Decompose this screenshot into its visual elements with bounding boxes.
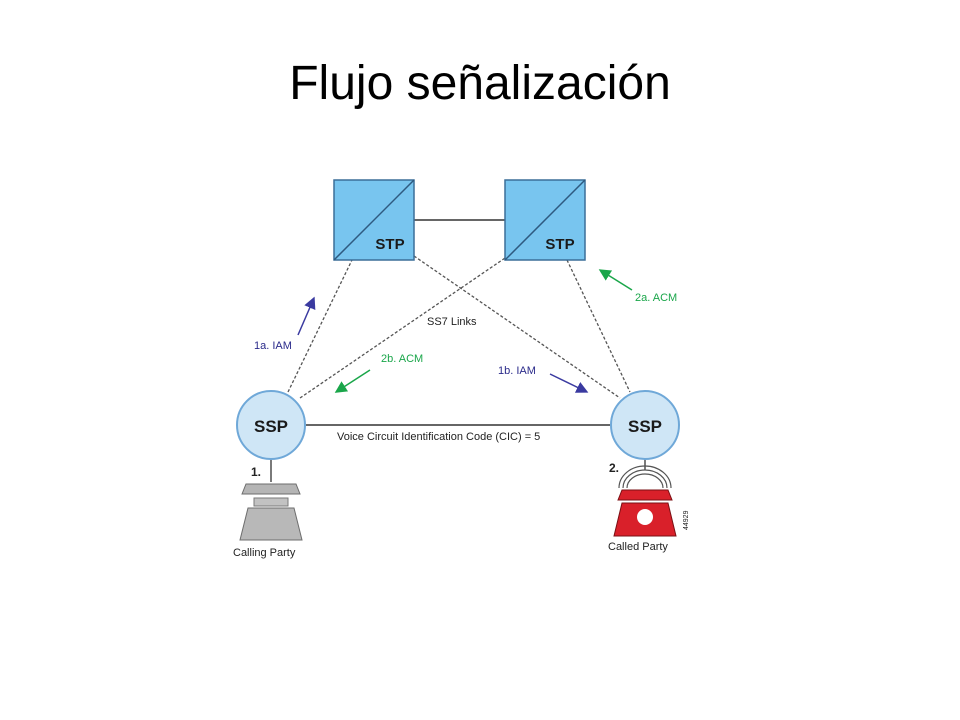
ss7-links-label: SS7 Links bbox=[427, 316, 477, 328]
stp-right-node: STP bbox=[504, 179, 586, 261]
acm-2a-arrow bbox=[598, 269, 633, 291]
iam-1a-arrow bbox=[297, 296, 316, 336]
stp-left-node: STP bbox=[333, 179, 415, 261]
iam-1b-arrow bbox=[549, 373, 589, 393]
ss7-link-stpL-sspR bbox=[413, 255, 621, 399]
acm-2b-arrow bbox=[334, 369, 371, 393]
calling-phone-icon bbox=[239, 483, 303, 541]
ss7-link-sspL-stpR bbox=[299, 255, 509, 399]
calling-step-label: 1. bbox=[251, 465, 261, 479]
ssp-left-node: SSP bbox=[236, 390, 306, 460]
ss7-link-stpR-sspR bbox=[566, 259, 631, 393]
step-2b-label: 2b. ACM bbox=[381, 353, 423, 365]
called-phone-ringing-icon bbox=[613, 465, 677, 537]
ssp-left-label: SSP bbox=[254, 417, 288, 436]
figure-id-label: 44929 bbox=[683, 510, 690, 530]
stp-left-label: STP bbox=[375, 236, 404, 253]
ssp-right-node: SSP bbox=[610, 390, 680, 460]
ss7-link-sspL-stpL bbox=[287, 259, 353, 393]
ssp-right-label: SSP bbox=[628, 417, 662, 436]
step-1a-label: 1a. IAM bbox=[254, 340, 292, 352]
stp-right-label: STP bbox=[545, 236, 574, 253]
voice-circuit-label: Voice Circuit Identification Code (CIC) … bbox=[337, 431, 540, 443]
slide-title: Flujo señalización bbox=[289, 57, 671, 110]
called-step-label: 2. bbox=[609, 461, 619, 475]
calling-party-label: Calling Party bbox=[233, 547, 296, 559]
step-1b-label: 1b. IAM bbox=[498, 365, 536, 377]
step-2a-label: 2a. ACM bbox=[635, 292, 677, 304]
called-party-label: Called Party bbox=[608, 541, 668, 553]
